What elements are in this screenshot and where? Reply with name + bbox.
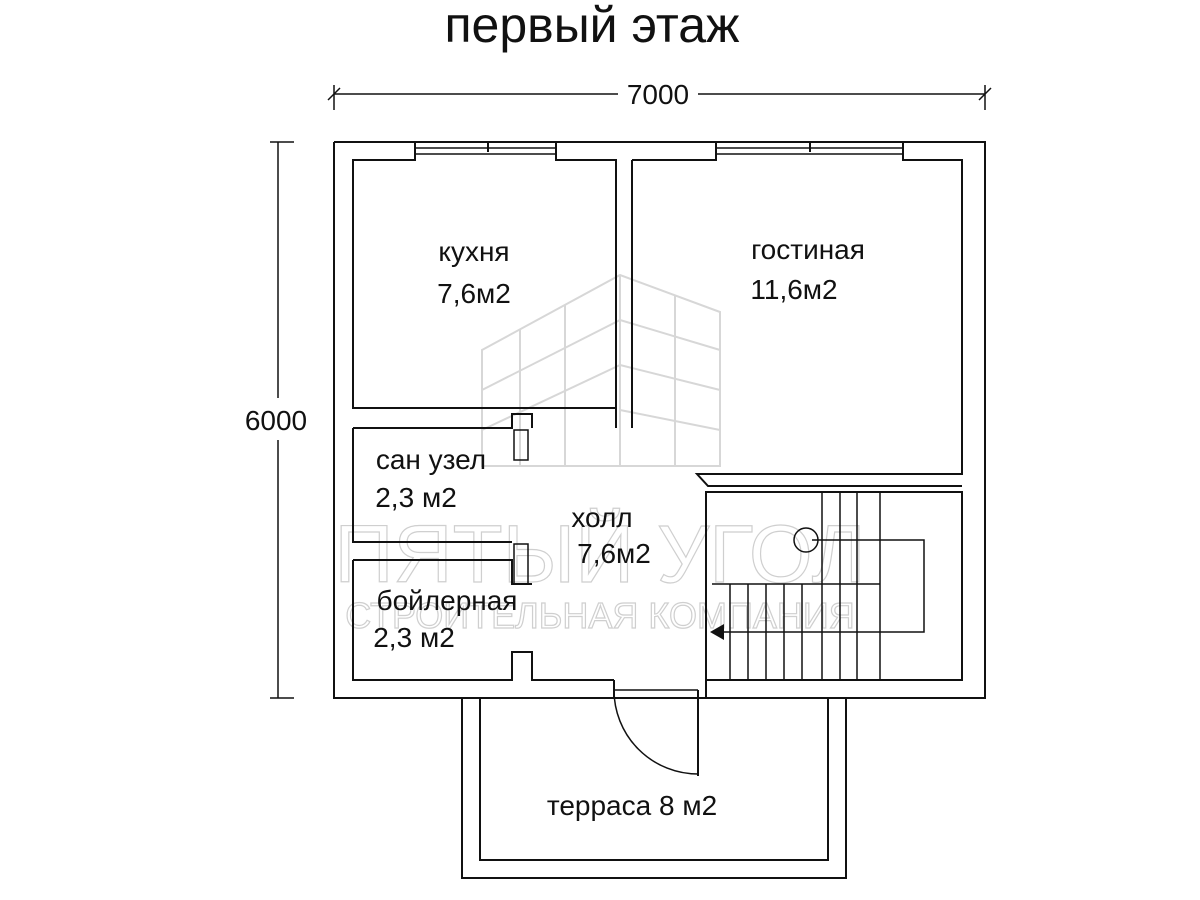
boiler-area: 2,3 м2 [373,622,455,653]
inner-walls [352,413,707,698]
bathroom-area: 2,3 м2 [375,482,457,513]
boiler-name: бойлерная [377,585,518,616]
hall-name: холл [571,502,632,533]
height-label: 6000 [245,405,307,436]
windows [415,147,903,155]
kitchen-name: кухня [438,236,509,267]
terrace [461,697,847,879]
plan-title: первый этаж [444,0,740,53]
width-label: 7000 [627,79,689,110]
entrance-door [613,689,699,776]
terrace-label: терраса 8 м2 [547,790,717,821]
watermark-logo [481,273,721,467]
width-dimension: 7000 [327,79,992,110]
hall-area: 7,6м2 [577,538,651,569]
height-dimension: 6000 [245,141,307,699]
staircase [705,491,963,681]
watermark-tagline: СТРОИТЕЛЬНАЯ КОМПАНИЯ [345,595,854,636]
watermark-text: ПЯТЫЙ УГОЛ СТРОИТЕЛЬНАЯ КОМПАНИЯ [334,507,866,636]
watermark-brand: ПЯТЫЙ УГОЛ [334,508,865,600]
living-name: гостиная [751,234,865,265]
bathroom-name: сан узел [376,444,486,475]
living-area: 11,6м2 [750,274,837,305]
kitchen-area: 7,6м2 [437,278,511,309]
